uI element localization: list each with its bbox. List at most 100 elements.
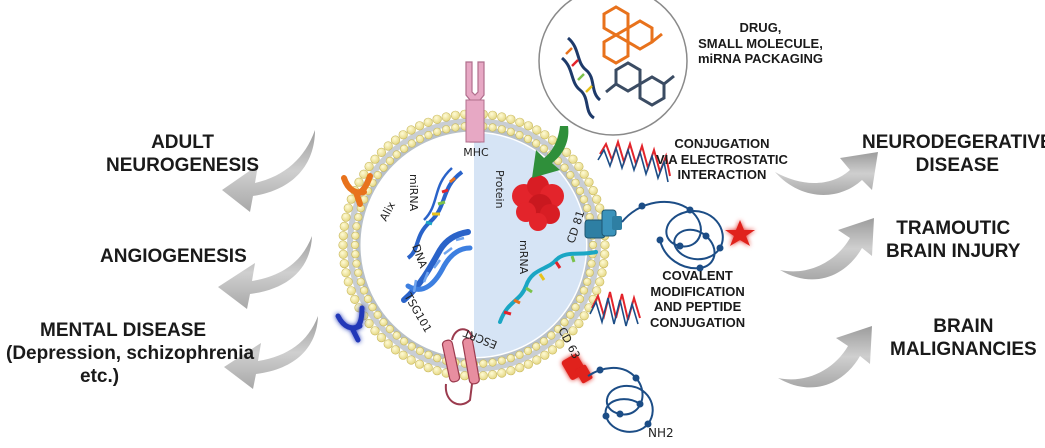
lipid-bead <box>339 221 349 231</box>
lipid-bead <box>584 177 594 187</box>
lipid-bead <box>364 161 374 172</box>
lipid-bead <box>352 259 361 268</box>
lipid-bead <box>571 303 580 312</box>
lipid-bead <box>587 259 596 268</box>
lipid-bead <box>354 268 363 277</box>
polymer-tangle-lower <box>587 366 654 433</box>
method-line: AND PEPTIDE <box>653 299 742 315</box>
lipid-bead <box>385 156 395 165</box>
lipid-bead <box>523 346 533 356</box>
outcome-line: NEURODEGERATIVE <box>862 132 1045 153</box>
lipid-bead <box>442 125 451 134</box>
lipid-bead <box>343 203 353 213</box>
lipid-bead <box>547 345 558 355</box>
lipid-bead <box>370 154 380 164</box>
arrow-left-mental <box>224 316 318 389</box>
lipid-bead <box>351 231 360 240</box>
polymer-tangle-upper <box>621 200 755 272</box>
lipid-bead <box>515 117 525 127</box>
method-line: miRNA PACKAGING <box>698 51 823 67</box>
lipid-bead <box>497 112 507 122</box>
lipid-bead <box>575 294 585 304</box>
lipid-bead <box>376 333 387 343</box>
lipid-bead <box>579 169 589 179</box>
lipid-bead <box>571 178 580 187</box>
lipid-bead <box>407 139 416 148</box>
lipid-bead <box>540 130 550 140</box>
lipid-bead <box>350 240 360 250</box>
lipid-bead <box>506 127 515 136</box>
lipid-bead <box>583 204 592 213</box>
lipid-bead <box>592 286 602 296</box>
lipid-bead <box>450 110 461 120</box>
lipid-bead <box>392 150 401 159</box>
lipid-bead <box>523 359 534 369</box>
lipid-bead <box>497 356 506 365</box>
lipid-bead <box>592 194 602 204</box>
dna-helix <box>401 229 473 303</box>
lipid-bead <box>595 277 605 287</box>
lipid-bead <box>561 333 572 343</box>
lipid-bead <box>566 310 575 320</box>
lipid-bead <box>433 354 442 363</box>
lipid-bead <box>398 130 408 140</box>
lipid-bead <box>379 163 388 172</box>
lipid-bead <box>406 125 416 135</box>
escrt-transmembrane-protein <box>441 328 480 406</box>
lipid-bead <box>351 250 360 259</box>
lipid-bead <box>488 370 498 380</box>
lipid-bead <box>588 186 598 196</box>
method-line: MODIFICATION <box>650 283 745 299</box>
electrostatic-label: CONJUGATION VIA ELECTROSTATIC INTERACTIO… <box>656 136 788 183</box>
protein-label: Protein <box>493 170 506 209</box>
lipid-bead <box>338 249 348 259</box>
outcome-brain-malignancies: BRAIN MALIGNANCIES <box>890 316 1037 362</box>
lipid-bead <box>376 147 387 157</box>
method-line: COVALENT <box>662 268 733 283</box>
lipid-bead <box>579 195 589 204</box>
lipid-bead <box>600 240 610 250</box>
lipid-bead <box>560 163 569 172</box>
lipid-bead <box>392 331 401 340</box>
method-line: SMALL MOLECULE, <box>698 35 823 51</box>
lipid-bead <box>363 294 373 304</box>
lipid-bead <box>515 350 524 360</box>
lipid-bead <box>588 240 598 250</box>
red-star-marker <box>725 220 755 246</box>
packaging-label: DRUG, SMALL MOLECULE, miRNA PACKAGING <box>698 20 823 67</box>
lipid-bead <box>532 139 541 148</box>
lipid-bead <box>364 318 374 329</box>
mrna-strand <box>498 250 598 324</box>
lipid-bead <box>547 331 556 340</box>
arrow-right-neurodegenerative <box>775 152 878 195</box>
lipid-bead <box>575 186 585 196</box>
lipid-bead <box>532 342 541 351</box>
lipid-bead <box>583 277 592 286</box>
lipid-bead <box>407 342 416 351</box>
lipid-bead <box>560 318 569 327</box>
electrostatic-chain <box>597 138 671 183</box>
lipid-bead <box>561 147 572 157</box>
lipid-bead <box>341 212 351 222</box>
lipid-bead <box>553 325 563 334</box>
blue-receptor <box>335 305 365 343</box>
lipid-bead <box>540 350 550 360</box>
lipid-bead <box>338 240 348 250</box>
lipid-bead <box>379 318 388 327</box>
lipid-bead <box>370 326 380 336</box>
lipid-bead <box>574 318 584 329</box>
mirna-label: miRNA <box>407 174 420 212</box>
outcome-line: ANGIOGENESIS <box>100 246 247 267</box>
outcome-mental-disease: MENTAL DISEASE (Depression, schizophreni… <box>6 320 254 388</box>
lipid-bead <box>346 286 356 296</box>
drug-cargo-circle <box>538 0 688 136</box>
method-line: CONJUGATION <box>650 314 746 330</box>
outcome-angiogenesis: ANGIOGENESIS <box>100 246 247 269</box>
outcome-line: TRAMOUTIC <box>896 218 1011 239</box>
lipid-bead <box>385 325 395 334</box>
lipid-bead <box>373 310 382 320</box>
outcome-brain-injury: TRAMOUTIC BRAIN INJURY <box>886 218 1020 264</box>
method-line: VIA ELECTROSTATIC <box>656 151 788 167</box>
lipid-bead <box>566 171 575 180</box>
